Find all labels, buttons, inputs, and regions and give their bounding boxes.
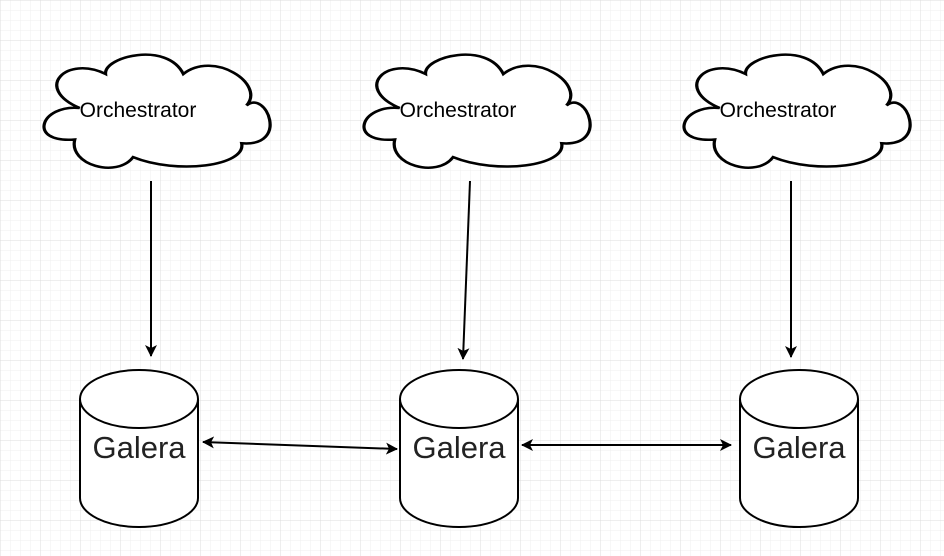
- galera-label: Galera: [752, 430, 846, 465]
- galera-node-3[interactable]: Galera: [739, 369, 859, 528]
- galera-node-2[interactable]: Galera: [399, 369, 519, 528]
- galera-label: Galera: [92, 430, 186, 465]
- galera-node-1[interactable]: Galera: [79, 369, 199, 528]
- database-cylinder-rim: [399, 398, 519, 429]
- database-cylinder-icon: [399, 369, 519, 528]
- database-cylinder-icon: [79, 369, 199, 528]
- edge-galera-1-to-galera-2: [202, 436, 398, 455]
- edges: [145, 180, 797, 455]
- edge-orchestrator-2-to-galera-2: [457, 180, 471, 360]
- orchestrator-label: Orchestrator: [80, 99, 197, 122]
- orchestrator-label: Orchestrator: [400, 99, 517, 122]
- database-cylinder-rim: [79, 398, 199, 429]
- orchestrator-label: Orchestrator: [720, 99, 837, 122]
- database-cylinder-rim: [739, 398, 859, 429]
- database-cylinder-icon: [739, 369, 859, 528]
- galera-label: Galera: [412, 430, 506, 465]
